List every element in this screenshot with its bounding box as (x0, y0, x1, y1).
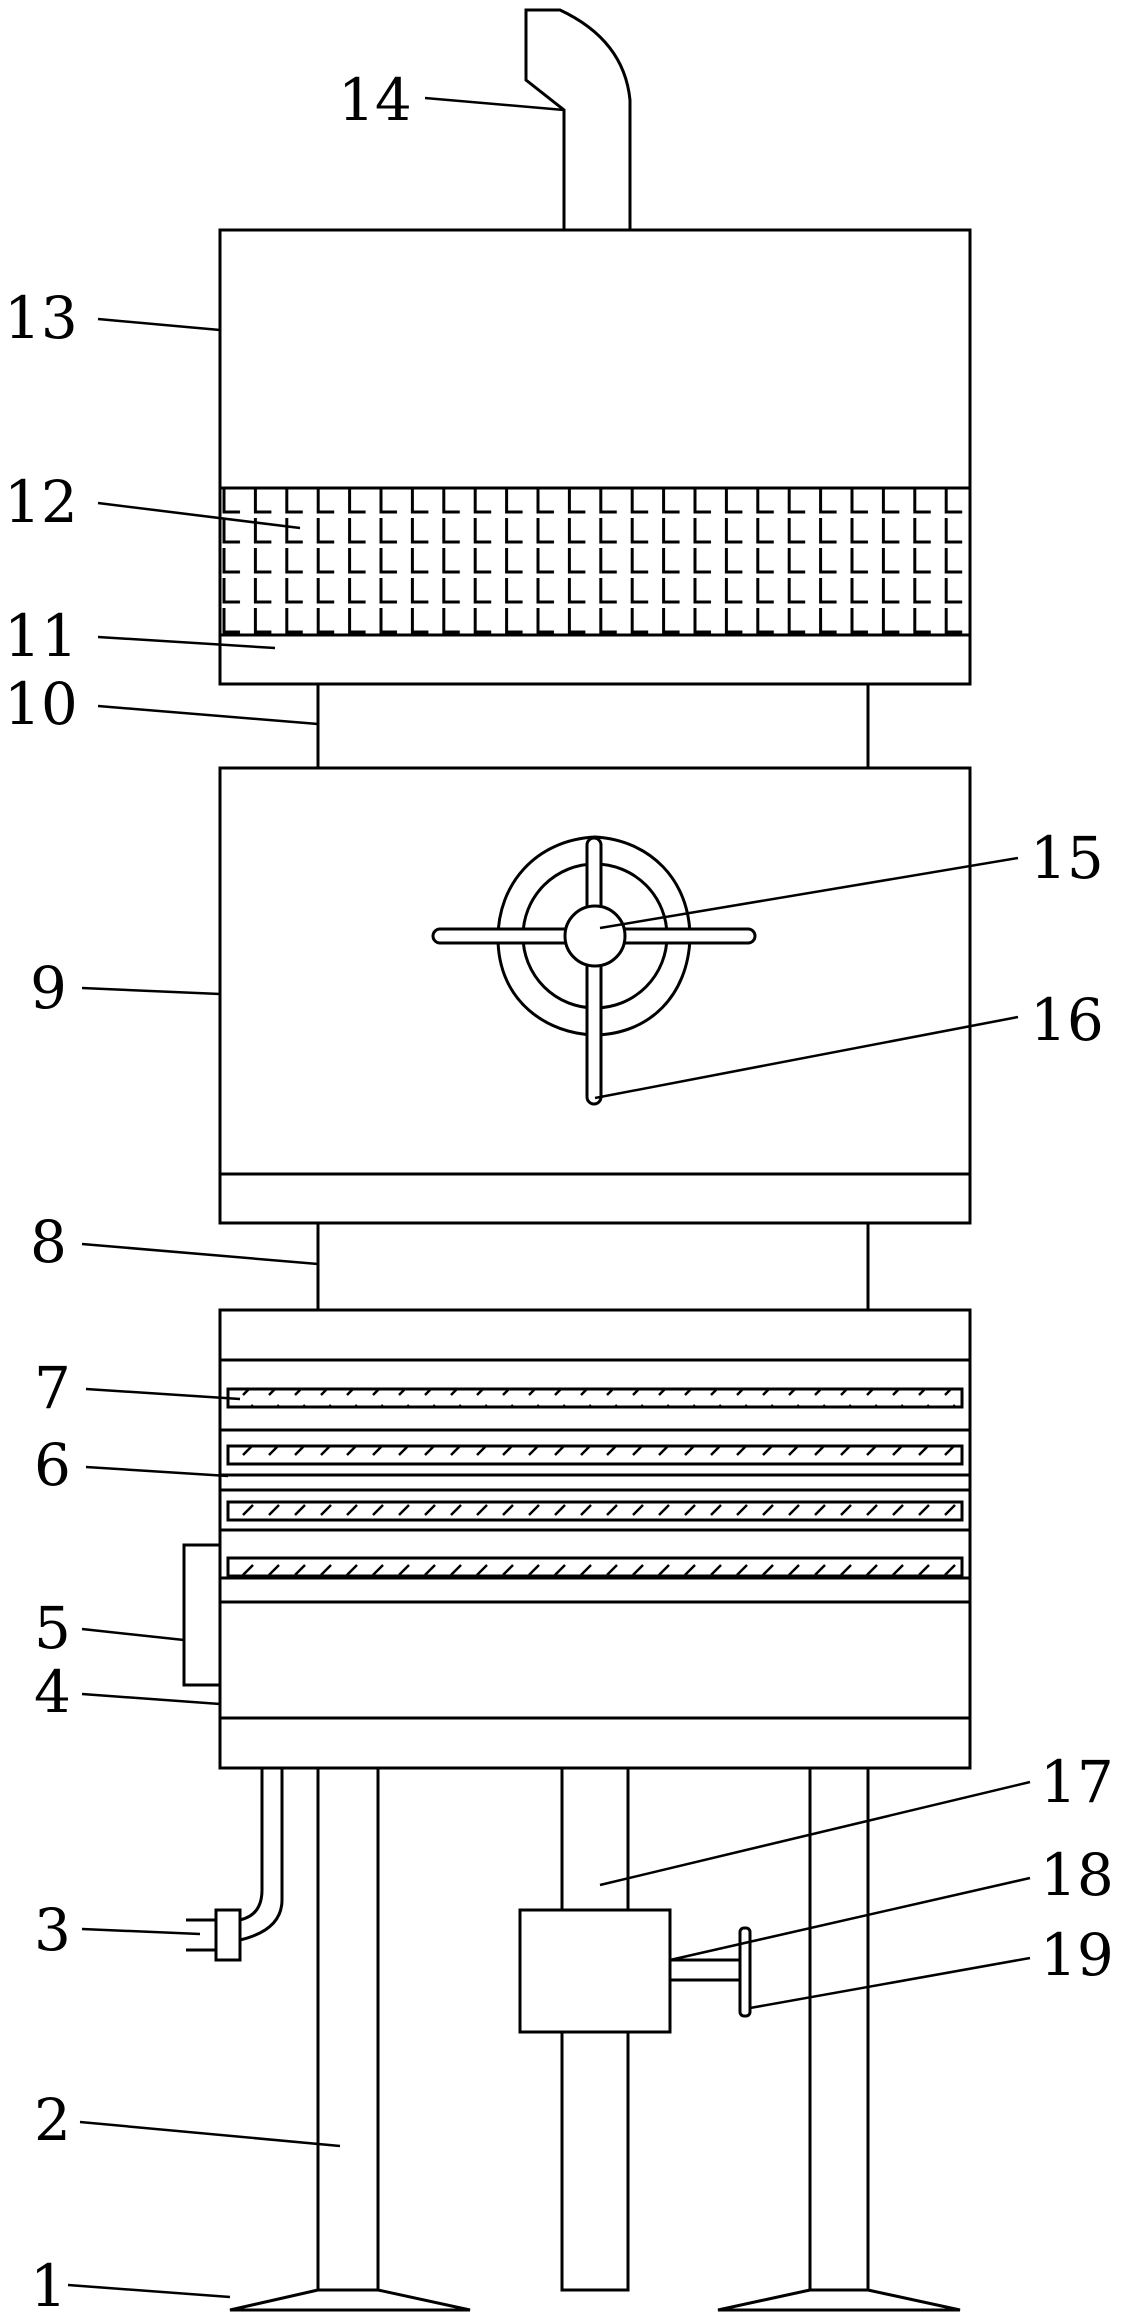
fan-blade (585, 836, 603, 1106)
label-14: 14 (338, 66, 412, 134)
heating-tube (226, 1500, 964, 1522)
label-19: 19 (1040, 1921, 1114, 1989)
label-10: 10 (4, 670, 78, 738)
label-6: 6 (34, 1431, 71, 1499)
control-box (182, 1543, 222, 1687)
label-15: 15 (1030, 824, 1104, 892)
heating-tube (226, 1556, 964, 1578)
label-2: 2 (34, 2086, 71, 2154)
foot (717, 2288, 961, 2312)
label-1: 1 (30, 2252, 67, 2318)
power-plug (214, 1908, 242, 1962)
top-housing (218, 228, 972, 686)
label-3: 3 (34, 1896, 71, 1964)
label-13: 13 (4, 284, 78, 352)
label-11: 11 (4, 602, 78, 670)
label-12: 12 (4, 468, 78, 536)
lower-housing (218, 1308, 972, 1770)
filter-layer (222, 488, 968, 634)
foot (229, 2288, 471, 2312)
fan-housing (218, 766, 972, 1225)
label-16: 16 (1030, 986, 1104, 1054)
label-17: 17 (1040, 1748, 1114, 1816)
label-4: 4 (34, 1658, 71, 1726)
heating-tube (226, 1444, 964, 1466)
label-5: 5 (34, 1594, 71, 1662)
power-cable (239, 1768, 284, 1942)
exhaust-pipe (524, 8, 632, 230)
label-18: 18 (1040, 1841, 1114, 1909)
fan (431, 835, 757, 1106)
valve (518, 1908, 672, 2034)
label-8: 8 (30, 1208, 67, 1276)
label-9: 9 (30, 954, 67, 1022)
heating-tube (226, 1387, 964, 1409)
label-7: 7 (34, 1354, 71, 1422)
